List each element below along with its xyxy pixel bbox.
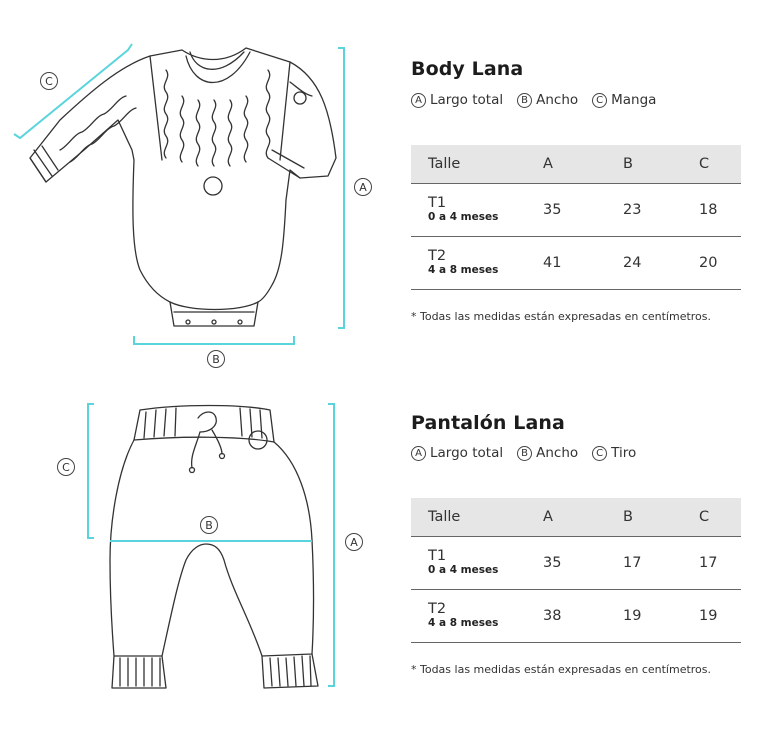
letter-c-icon: C [592,92,608,108]
cell-c: 20 [699,236,741,290]
cell-a: 35 [543,536,623,590]
column-header: C [699,498,741,537]
letter-a-icon: A [411,445,426,461]
body-note: * Todas las medidas están expresadas en … [411,310,712,323]
letter-a-icon: A [411,92,426,108]
pants-dimension-a-label: A [345,533,363,551]
cell-c: 17 [699,536,741,590]
body-title: Body Lana [411,58,524,80]
cell-b: 17 [623,536,699,590]
cell-c: 18 [699,183,741,237]
column-header: B [623,498,699,537]
legend-label: Tiro [611,445,637,461]
column-header: B [623,145,699,184]
cell-b: 23 [623,183,699,237]
legend-label: Ancho [536,92,579,108]
body-dimension-c-label: C [40,72,58,90]
age-label: 0 a 4 meses [428,211,499,223]
legend-label: Largo total [430,92,504,108]
cell-b: 24 [623,236,699,290]
cell-b: 19 [623,589,699,643]
age-label: 4 a 8 meses [428,617,499,629]
pants-title: Pantalón Lana [411,412,565,434]
size-label: T1 [428,195,447,211]
body-dimension-b-label: B [207,350,225,368]
pants-dimension-b-label: B [200,516,218,534]
column-header: C [699,145,741,184]
size-label: T1 [428,548,447,564]
table-header-row: Talle A B C [411,498,741,537]
cell-a: 41 [543,236,623,290]
column-header: A [543,145,623,184]
cell-c: 19 [699,589,741,643]
legend-label: Ancho [536,445,579,461]
letter-c-icon: C [592,445,608,461]
column-header: Talle [411,498,543,537]
legend-label: Largo total [430,445,504,461]
cell-a: 38 [543,589,623,643]
size-label: T2 [428,248,447,264]
pants-note: * Todas las medidas están expresadas en … [411,663,712,676]
age-label: 0 a 4 meses [428,564,499,576]
body-dimension-a-label: A [354,178,372,196]
letter-b-icon: B [517,445,533,461]
cell-a: 35 [543,183,623,237]
pants-dimension-c-label: C [57,458,75,476]
size-label: T2 [428,601,447,617]
column-header: Talle [411,145,543,184]
legend-label: Manga [611,92,657,108]
column-header: A [543,498,623,537]
letter-b-icon: B [517,92,533,108]
age-label: 4 a 8 meses [428,264,499,276]
table-header-row: Talle A B C [411,145,741,184]
